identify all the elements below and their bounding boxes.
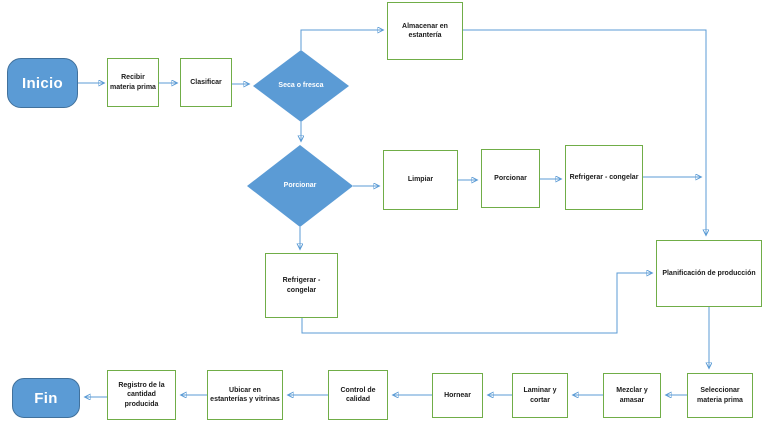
process-limpiar: Limpiar	[383, 150, 458, 210]
decision-seca-o-fresca: Seca o fresca	[253, 50, 349, 122]
decision-porcionar: Porcionar	[247, 145, 353, 227]
process-hornear-label: Hornear	[444, 391, 471, 399]
process-clasificar: Clasificar	[180, 58, 232, 107]
process-limpiar-label: Limpiar	[407, 176, 434, 184]
decision-seca-o-fresca-label: Seca o fresca	[278, 82, 324, 90]
process-planificacion-de-produccion-label: Planificación de producción	[662, 269, 756, 277]
process-almacenar-en-estanteria-label: Almacenar en estantería	[402, 22, 448, 39]
process-refrigerar-congelar-2: Refrigerar - congelar	[265, 253, 338, 318]
process-laminar-y-cortar: Laminar y cortar	[512, 373, 568, 418]
process-refrigerar-congelar-1-label: Refrigerar - congelar	[569, 173, 639, 181]
connector-seca-almacenar	[300, 30, 383, 50]
process-registro-cantidad-producida-label: Registro de la cantidad producida	[118, 381, 165, 408]
process-almacenar-en-estanteria: Almacenar en estantería	[387, 2, 463, 60]
terminal-fin-label: Fin	[34, 389, 58, 407]
process-registro-cantidad-producida: Registro de la cantidad producida	[107, 370, 176, 420]
process-porcionar: Porcionar	[481, 149, 540, 208]
process-clasificar-label: Clasificar	[190, 78, 222, 86]
connector-refrigerar2-planificacion	[301, 273, 652, 334]
terminal-inicio-label: Inicio	[22, 74, 63, 92]
process-recibir-materia-prima: Recibir materia prima	[107, 58, 159, 107]
decision-porcionar-label: Porcionar	[283, 182, 317, 190]
process-ubicar-en-estanterias-label: Ubicar en estanterías y vitrinas	[210, 386, 280, 403]
process-mezclar-y-amasar-label: Mezclar y amasar	[616, 387, 648, 404]
process-control-de-calidad: Control de calidad	[328, 370, 388, 420]
process-planificacion-de-produccion: Planificación de producción	[656, 240, 762, 307]
terminal-inicio: Inicio	[7, 58, 78, 108]
process-ubicar-en-estanterias: Ubicar en estanterías y vitrinas	[207, 370, 283, 420]
process-recibir-materia-prima-label: Recibir materia prima	[110, 74, 156, 91]
process-refrigerar-congelar-1: Refrigerar - congelar	[565, 145, 643, 210]
process-laminar-y-cortar-label: Laminar y cortar	[523, 387, 557, 404]
process-seleccionar-materia-prima: Seleccionar materia prima	[687, 373, 753, 418]
process-hornear: Hornear	[432, 373, 483, 418]
process-mezclar-y-amasar: Mezclar y amasar	[603, 373, 661, 418]
terminal-fin: Fin	[12, 378, 80, 418]
process-seleccionar-materia-prima-label: Seleccionar materia prima	[697, 387, 743, 404]
process-porcionar-label: Porcionar	[494, 174, 527, 182]
process-control-de-calidad-label: Control de calidad	[340, 386, 376, 403]
process-refrigerar-congelar-2-label: Refrigerar - congelar	[282, 277, 321, 294]
